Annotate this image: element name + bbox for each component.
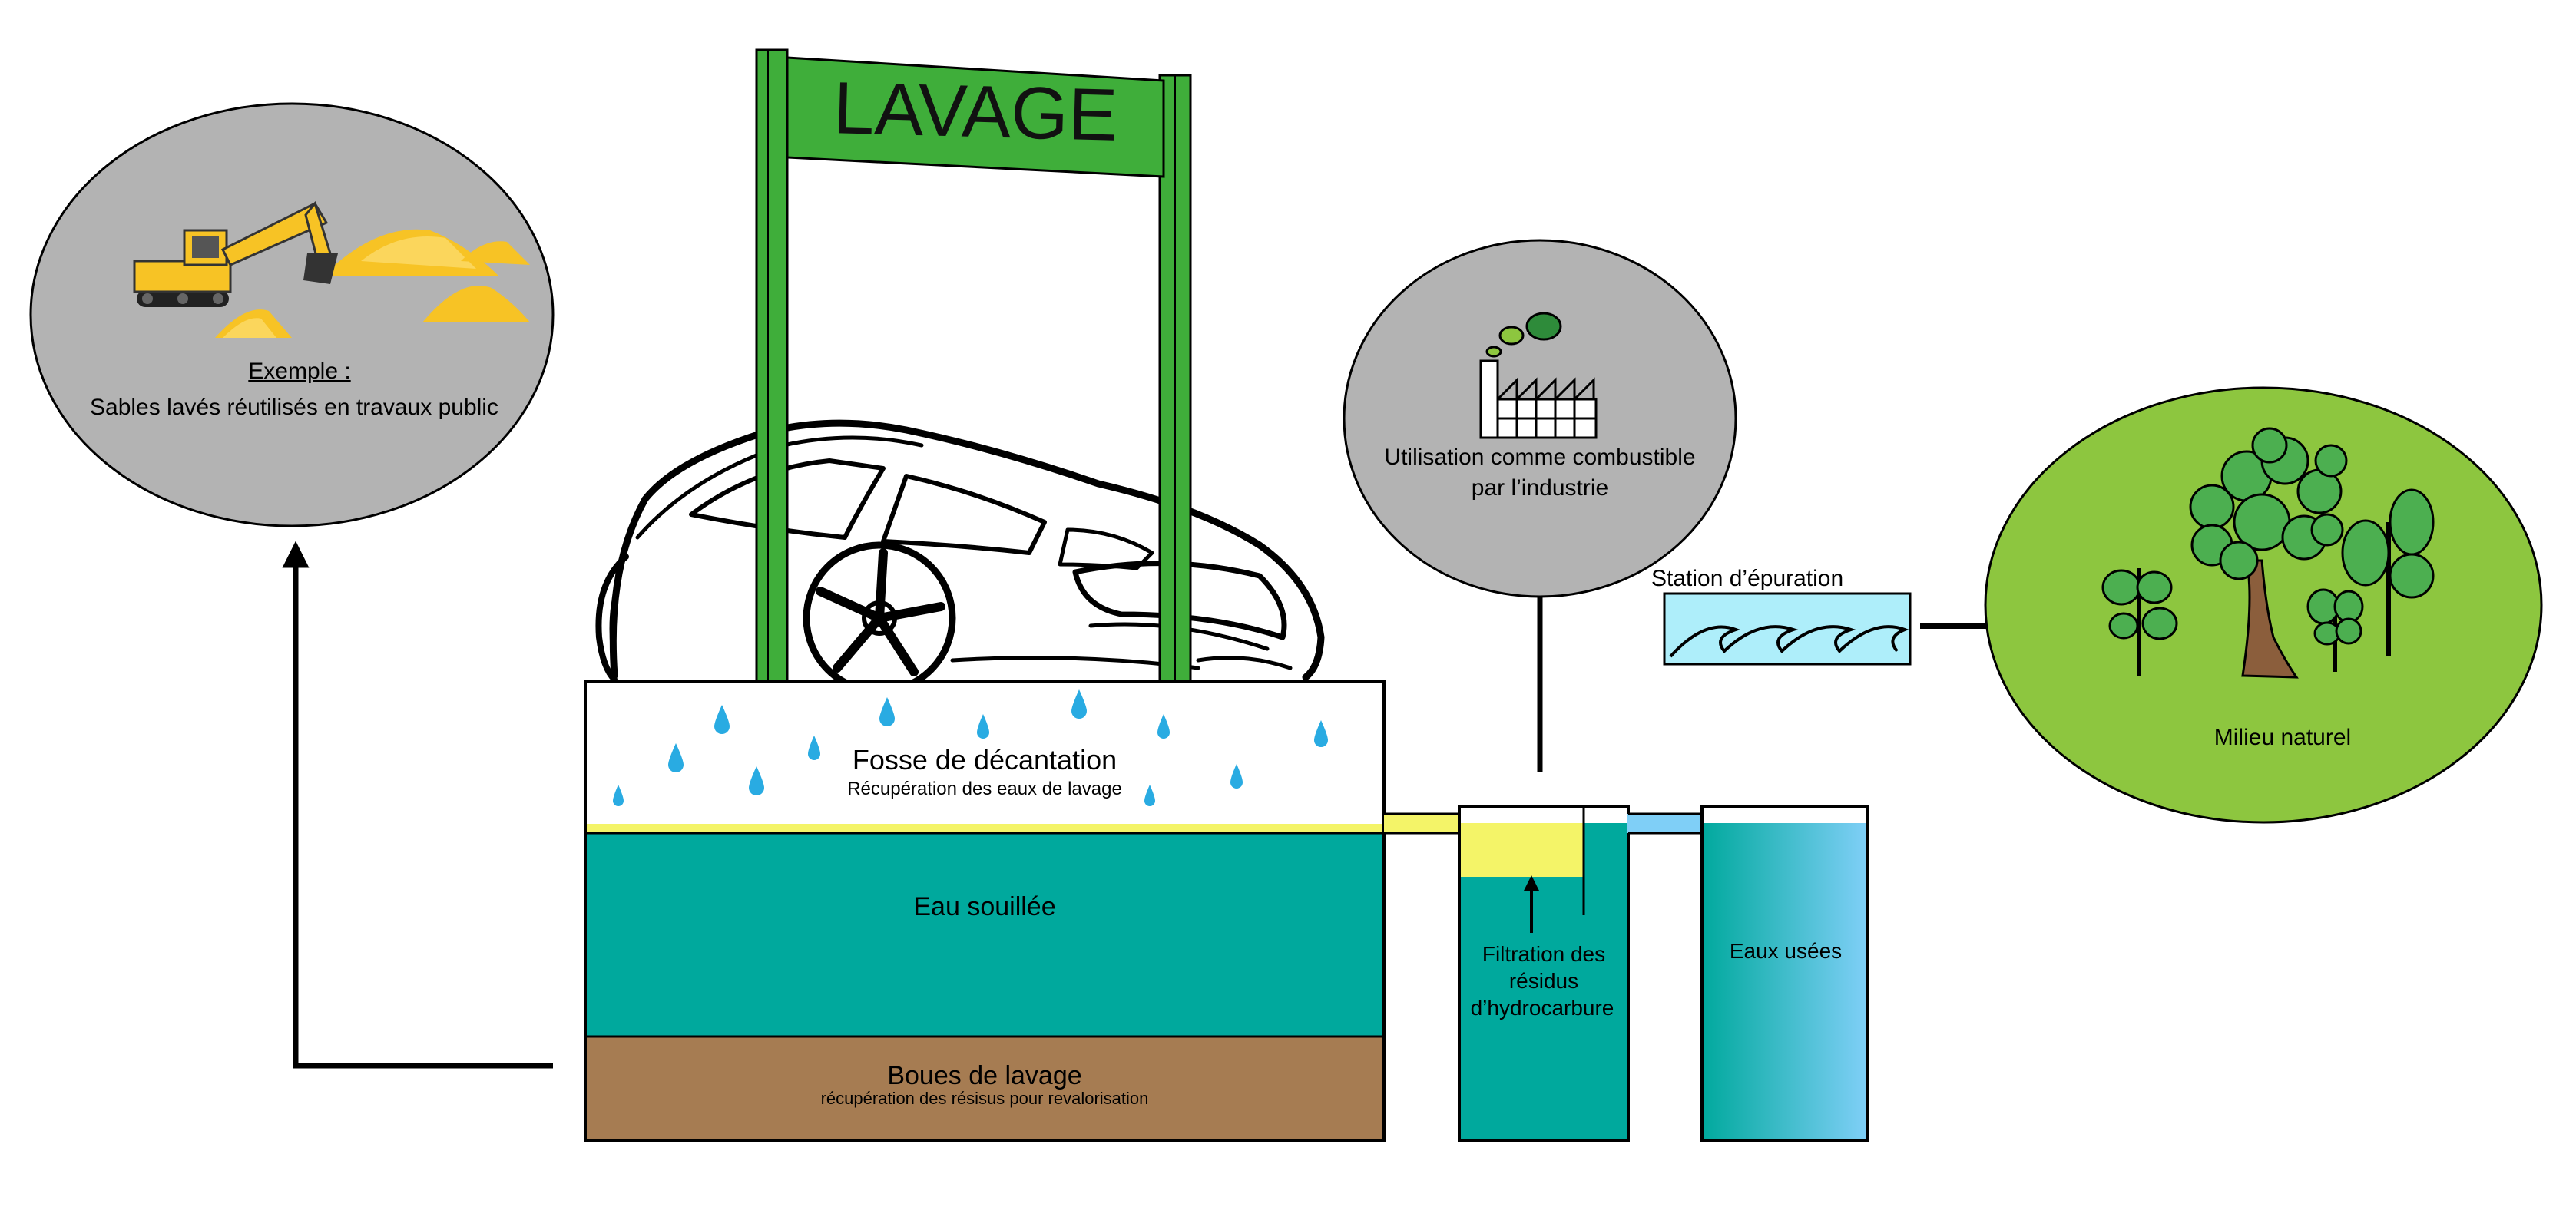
- water-drop-icon: [613, 785, 624, 806]
- outlet-pipe: [1627, 812, 1704, 835]
- sand-piles-icon: [215, 229, 530, 338]
- sand-bubble-shape: [29, 102, 555, 527]
- industry-bubble: Utilisation comme combustible par l’indu…: [1343, 239, 1737, 598]
- water-drop-icon: [977, 714, 989, 739]
- tank-air-space: [584, 680, 1386, 832]
- water-drop-icon: [879, 697, 895, 726]
- settling-tank: Fosse de décantation Récupération des ea…: [584, 680, 1386, 1142]
- tank-title: Fosse de décantation: [853, 744, 1117, 775]
- hydrocarbon-separator: Filtration des résidus d’hydrocarbure: [1458, 805, 1630, 1142]
- excavator-icon: [133, 200, 338, 307]
- tree-icon: [2189, 427, 2348, 679]
- water-drop-icon: [1071, 689, 1087, 719]
- industry-text-line-2: par l’industrie: [1472, 475, 1608, 501]
- tree-icon: [2306, 488, 2435, 672]
- recovered-oil-layer: [1461, 823, 1584, 877]
- tree-icon: [2101, 568, 2178, 676]
- wastewater-tank: Eaux usées: [1700, 805, 1869, 1142]
- water-drop-icon: [1314, 720, 1328, 747]
- sign-board: [786, 56, 1165, 178]
- factory-icon: [1479, 312, 1598, 439]
- sludge-to-sand-arrow-icon: [282, 541, 553, 1069]
- water-drop-icon: [749, 766, 764, 795]
- car-icon: [595, 419, 1325, 695]
- wastewater-label: Eaux usées: [1730, 939, 1842, 963]
- dirty-water-layer: [584, 832, 1386, 1038]
- example-label: Exemple :: [248, 359, 350, 384]
- separator-line-2: résidus: [1509, 969, 1578, 993]
- water-drop-icon: [808, 736, 820, 760]
- sand-reuse-bubble: Exemple : Sables lavés réutilisés en tra…: [29, 102, 555, 527]
- sludge-layer: [584, 1035, 1386, 1142]
- sludge-subtitle: récupération des résisus pour revalorisa…: [821, 1089, 1149, 1108]
- wave-icon: [1669, 625, 1909, 658]
- treatment-station: Station d’épuration: [1651, 566, 1912, 666]
- water-drops: [613, 689, 1328, 806]
- nature-label: Milieu naturel: [2214, 725, 2351, 750]
- station-label: Station d’épuration: [1651, 566, 1843, 591]
- sludge-title: Boues de lavage: [887, 1061, 1081, 1090]
- water-drop-icon: [1230, 764, 1243, 789]
- water-drop-icon: [714, 705, 730, 734]
- water-drop-icon: [1157, 714, 1170, 739]
- sign-post-left: [755, 48, 789, 693]
- dirty-water-label: Eau souillée: [913, 892, 1055, 921]
- water-drop-icon: [668, 743, 684, 772]
- lavage-sign: LAVAGE: [755, 48, 1192, 693]
- overflow-pipe: [1384, 812, 1461, 835]
- sand-reuse-text: Sables lavés réutilisés en travaux publi…: [90, 395, 498, 420]
- oil-layer: [585, 824, 1384, 833]
- nature-bubble: Milieu naturel: [1984, 386, 2543, 824]
- tank-subtitle: Récupération des eaux de lavage: [847, 779, 1122, 799]
- water-drop-icon: [1144, 785, 1155, 806]
- separator-line-1: Filtration des: [1482, 942, 1605, 966]
- separator-line-3: d’hydrocarbure: [1471, 996, 1614, 1020]
- industry-text-line-1: Utilisation comme combustible: [1384, 445, 1695, 470]
- sign-title: LAVAGE: [833, 67, 1119, 157]
